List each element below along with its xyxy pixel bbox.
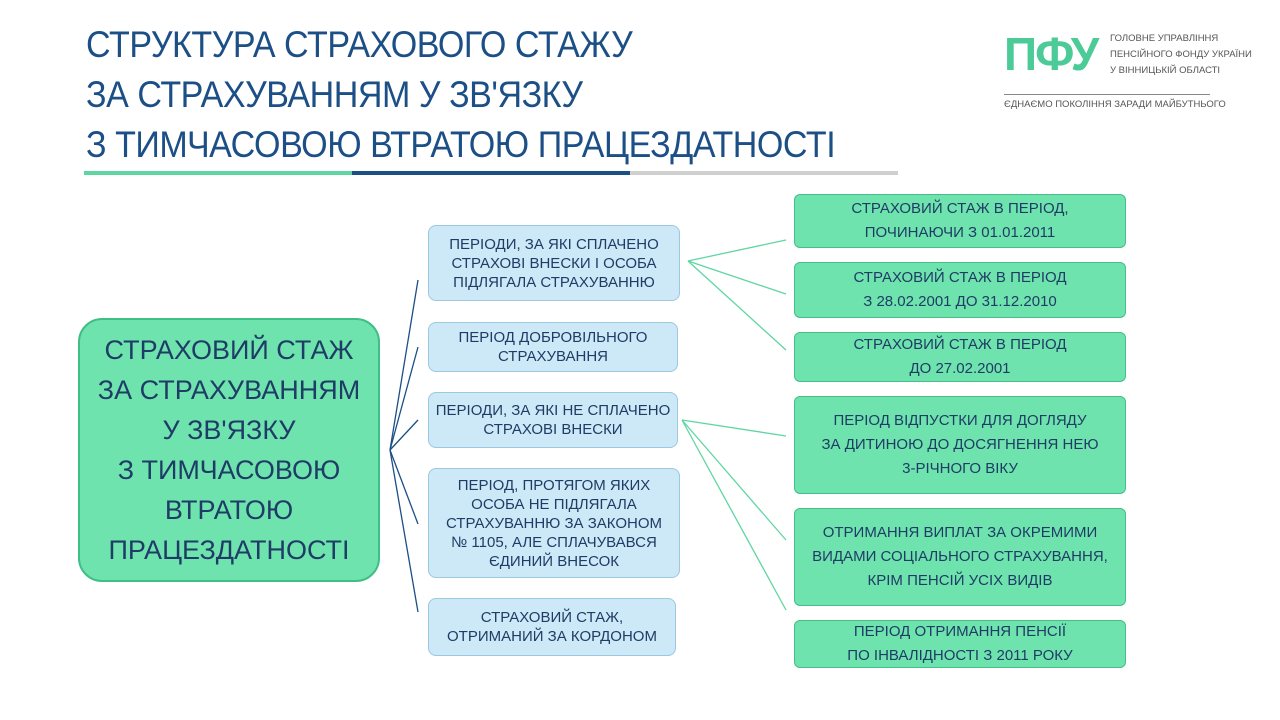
right-node-4: ПЕРІОД ВІДПУСТКИ ДЛЯ ДОГЛЯДУ ЗА ДИТИНОЮ … xyxy=(794,396,1126,494)
connector-mid3-to-right-4 xyxy=(681,419,787,437)
connector-mid1-to-right-2 xyxy=(687,260,787,295)
mid-node-2: ПЕРІОД ДОБРОВІЛЬНОГО СТРАХУВАННЯ xyxy=(428,322,678,372)
connector-main-to-mid-1 xyxy=(389,279,419,451)
right-node-6: ПЕРІОД ОТРИМАННЯ ПЕНСІЇ ПО ІНВАЛІДНОСТІ … xyxy=(794,620,1126,668)
connector-mid3-to-right-5 xyxy=(681,419,787,541)
logo-line-2: ПЕНСІЙНОГО ФОНДУ УКРАЇНИ xyxy=(1110,49,1252,60)
mid-node-5: СТРАХОВИЙ СТАЖ, ОТРИМАНИЙ ЗА КОРДОНОМ xyxy=(428,598,676,656)
logo-slogan: ЄДНАЄМО ПОКОЛІННЯ ЗАРАДИ МАЙБУТНЬОГО xyxy=(1004,99,1226,110)
connector-mid1-to-right-3 xyxy=(687,260,787,351)
right-node-2: СТРАХОВИЙ СТАЖ В ПЕРІОД З 28.02.2001 ДО … xyxy=(794,262,1126,318)
connector-main-to-mid-5 xyxy=(389,449,419,613)
mid-node-1: ПЕРІОДИ, ЗА ЯКІ СПЛАЧЕНО СТРАХОВІ ВНЕСКИ… xyxy=(428,225,680,301)
connector-mid1-to-right-1 xyxy=(687,239,787,262)
connector-main-to-mid-2 xyxy=(389,346,419,451)
title-line-1: СТРУКТУРА СТРАХОВОГО СТАЖУ xyxy=(86,24,633,65)
title-underline-gray xyxy=(630,171,898,175)
title-line-2: ЗА СТРАХУВАННЯМ У ЗВ'ЯЗКУ xyxy=(86,74,583,115)
right-node-3: СТРАХОВИЙ СТАЖ В ПЕРІОД ДО 27.02.2001 xyxy=(794,332,1126,382)
mid-node-3: ПЕРІОДИ, ЗА ЯКІ НЕ СПЛАЧЕНО СТРАХОВІ ВНЕ… xyxy=(428,392,678,448)
logo-divider xyxy=(1004,94,1210,95)
main-node: СТРАХОВИЙ СТАЖ ЗА СТРАХУВАННЯМ У ЗВ'ЯЗКУ… xyxy=(78,318,380,582)
title-line-3: З ТИМЧАСОВОЮ ВТРАТОЮ ПРАЦЕЗДАТНОСТІ xyxy=(86,124,836,165)
connector-mid3-to-right-6 xyxy=(681,419,787,611)
connector-main-to-mid-3 xyxy=(389,419,419,451)
mid-node-4: ПЕРІОД, ПРОТЯГОМ ЯКИХ ОСОБА НЕ ПІДЛЯГАЛА… xyxy=(428,468,680,578)
right-node-1: СТРАХОВИЙ СТАЖ В ПЕРІОД, ПОЧИНАЮЧИ З 01.… xyxy=(794,194,1126,248)
logo-mark: ПФУ xyxy=(1004,28,1099,80)
title-underline-blue xyxy=(352,171,630,175)
page-title: СТРУКТУРА СТРАХОВОГО СТАЖУ ЗА СТРАХУВАНН… xyxy=(86,20,840,170)
title-underline-green xyxy=(84,171,352,175)
connector-main-to-mid-4 xyxy=(389,449,419,525)
pfu-logo: ПФУ ГОЛОВНЕ УПРАВЛІННЯ ПЕНСІЙНОГО ФОНДУ … xyxy=(1004,26,1252,116)
logo-line-1: ГОЛОВНЕ УПРАВЛІННЯ xyxy=(1110,33,1219,44)
logo-line-3: У ВІННИЦЬКІЙ ОБЛАСТІ xyxy=(1110,65,1221,76)
right-node-5: ОТРИМАННЯ ВИПЛАТ ЗА ОКРЕМИМИ ВИДАМИ СОЦІ… xyxy=(794,508,1126,606)
logo-org-name: ГОЛОВНЕ УПРАВЛІННЯ ПЕНСІЙНОГО ФОНДУ УКРА… xyxy=(1110,31,1252,79)
